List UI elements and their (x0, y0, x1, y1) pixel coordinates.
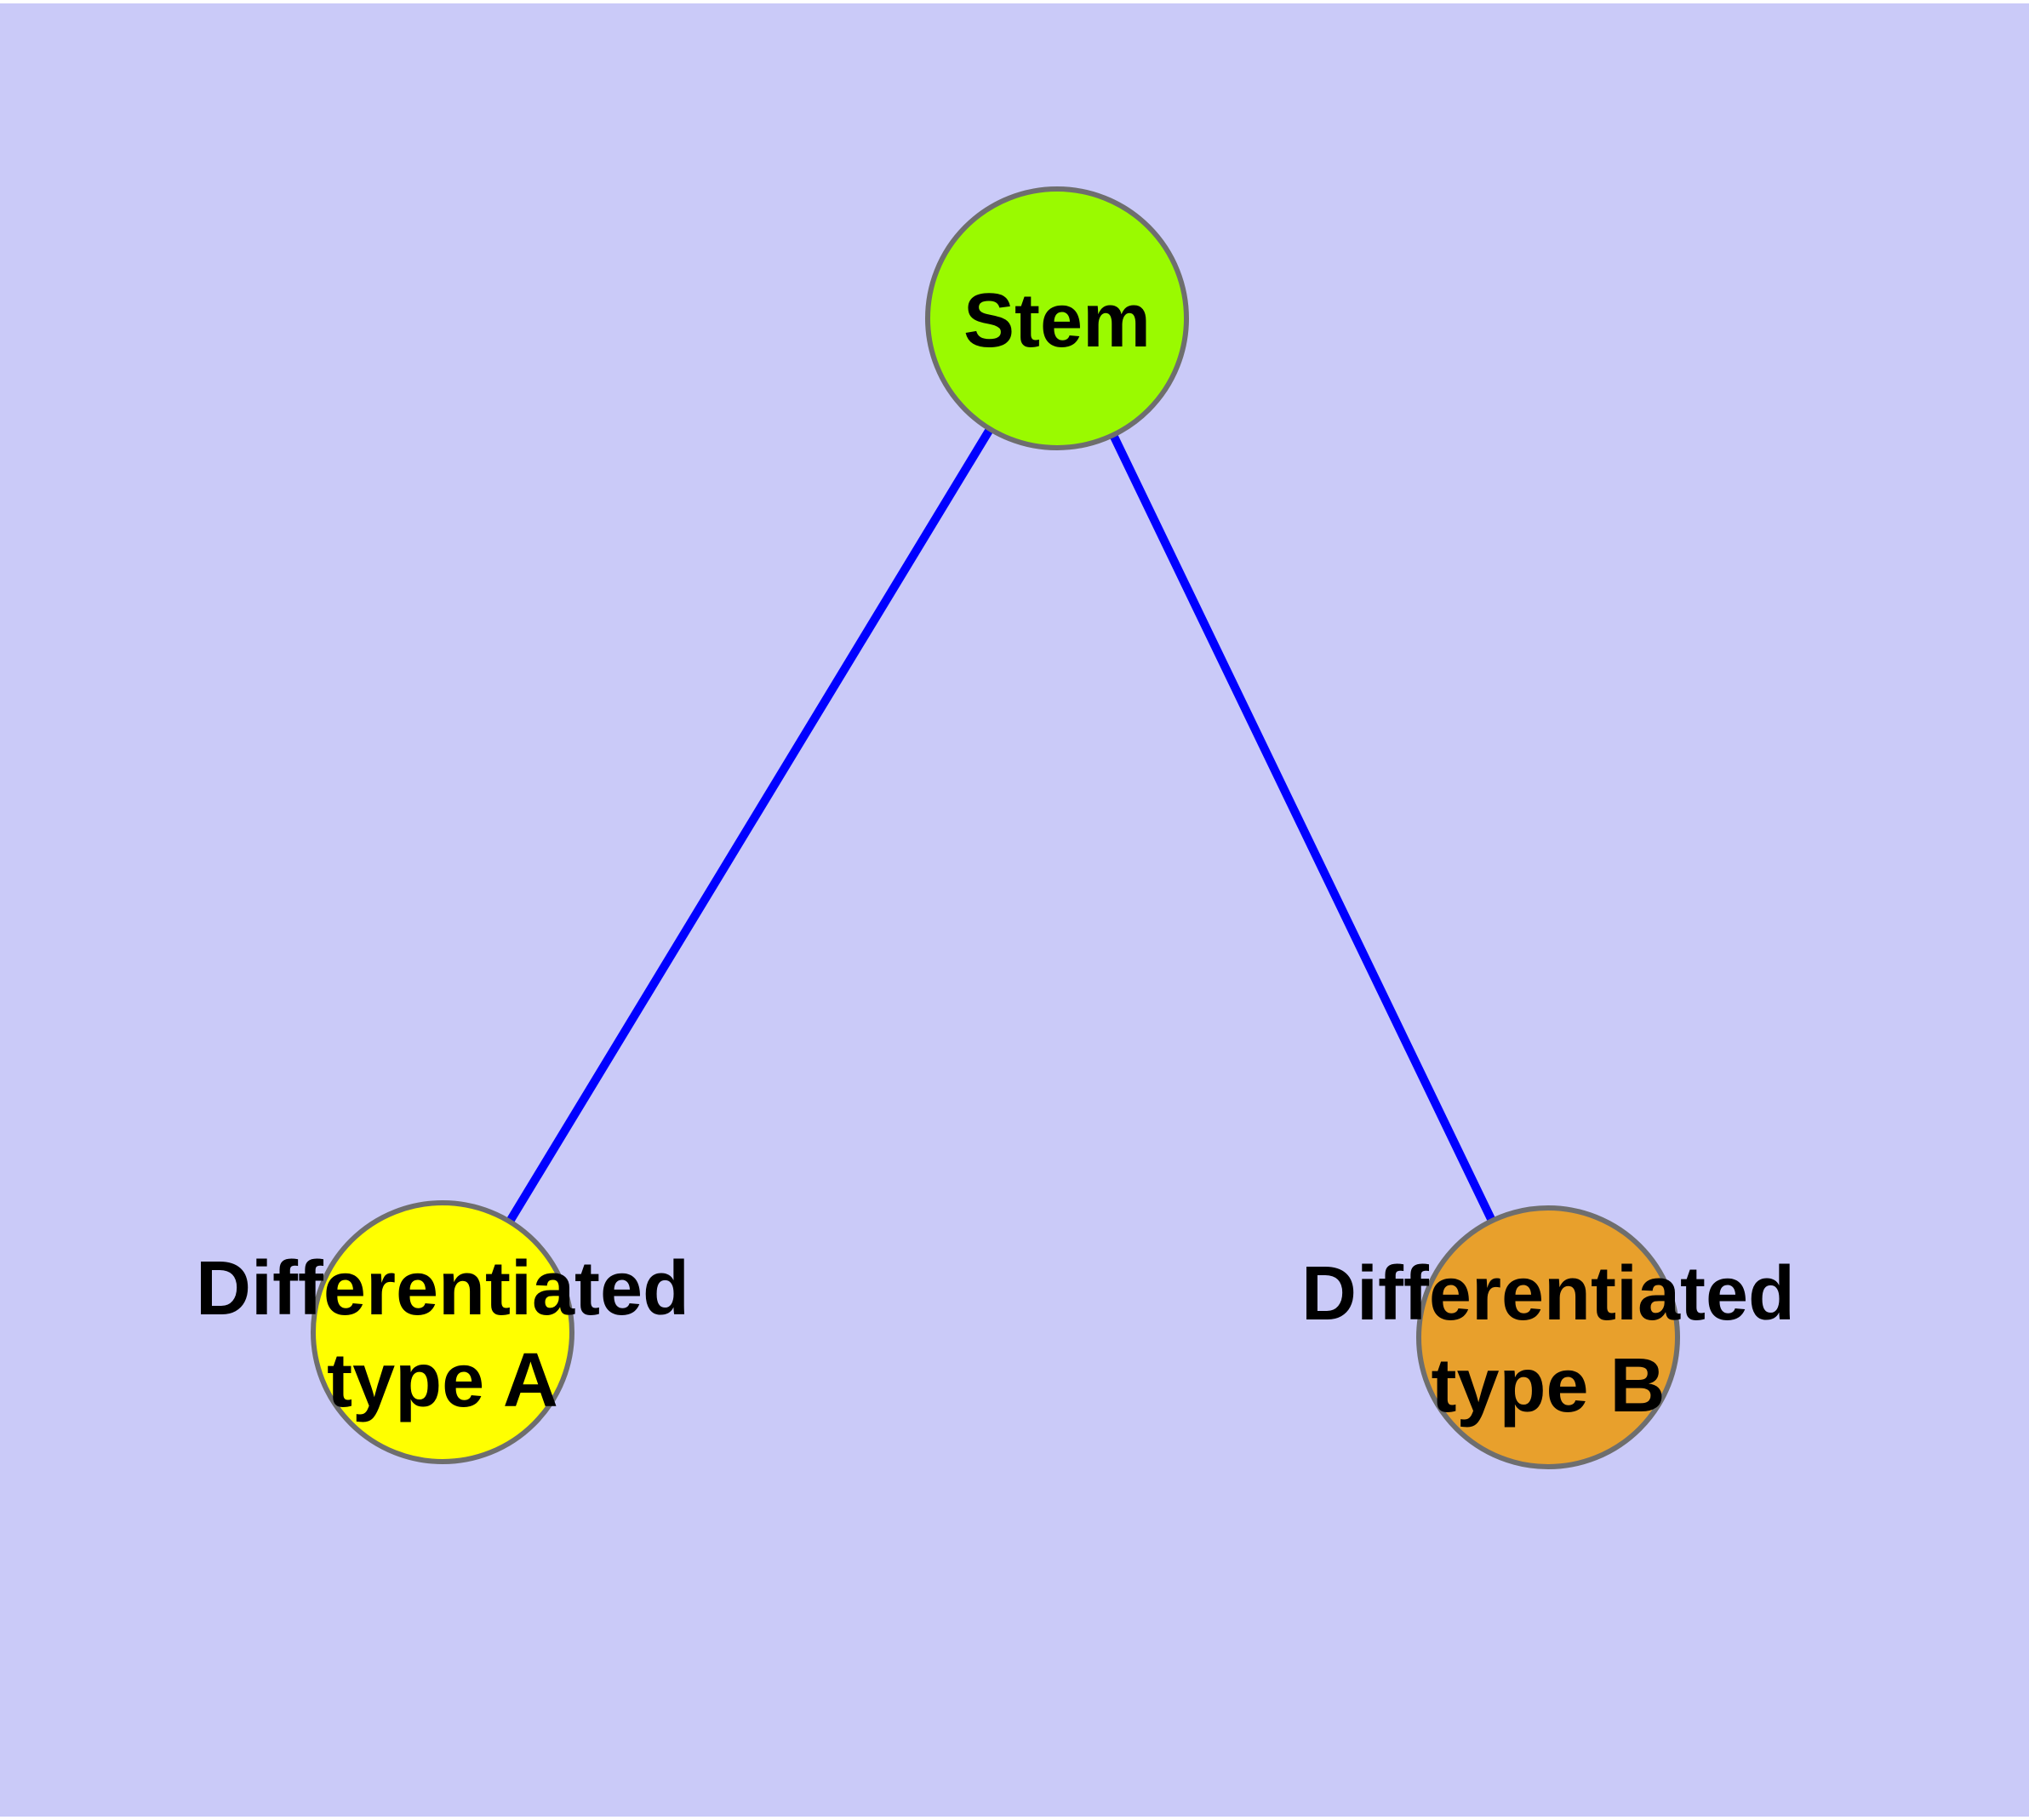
edges-layer (438, 316, 1552, 1340)
node-differentiated-type-a[interactable] (311, 1200, 574, 1464)
node-stem[interactable] (925, 186, 1189, 450)
node-differentiated-type-b[interactable] (1416, 1205, 1680, 1469)
node-group-stem: Stem (925, 186, 1189, 450)
node-stem-label: Stem (963, 278, 1151, 363)
edge-stem-to-differentiated-type-a (438, 316, 1061, 1335)
edge-stem-to-differentiated-type-b (1053, 316, 1552, 1340)
